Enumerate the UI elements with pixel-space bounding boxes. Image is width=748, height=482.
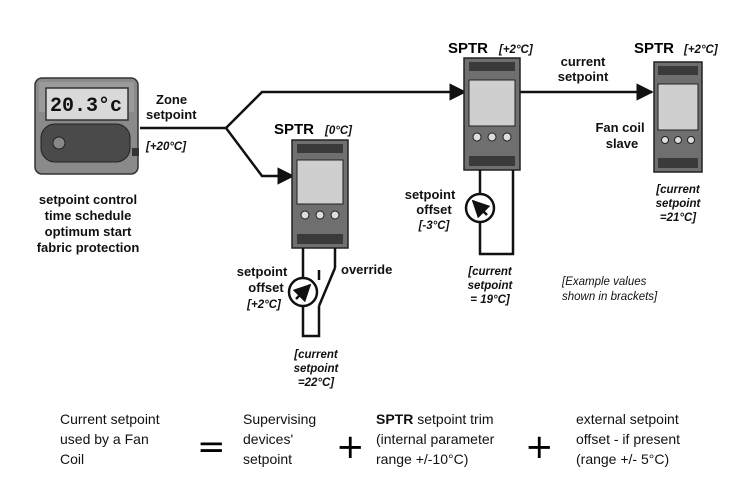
- sptr-right-current-2: setpoint: [656, 198, 702, 210]
- eq-term4-line1: external setpoint: [576, 411, 679, 427]
- eq-equals: =: [197, 427, 226, 467]
- sptr-mid-value: [+2°C]: [498, 44, 534, 56]
- note-line-2: shown in brackets]: [562, 291, 658, 303]
- eq-term4-line2: offset - if present: [576, 431, 680, 447]
- sptr-mid-current-3: = 19°C]: [470, 294, 511, 306]
- thermostat-functions: setpoint control time schedule optimum s…: [37, 192, 140, 255]
- sptr-left-override: override: [341, 262, 392, 277]
- sptr-left-offset-value: [+2°C]: [246, 299, 282, 311]
- thermostat-knob: [52, 136, 66, 150]
- sptr-mid-offset-label-1: setpoint: [405, 187, 456, 202]
- sptr-left-offset-label-2: offset: [248, 280, 284, 295]
- sptr-left-offset-label-1: setpoint: [237, 264, 288, 279]
- sptr-mid-current-2: setpoint: [468, 280, 514, 292]
- sptr-right-slave-1: Fan coil: [595, 120, 644, 135]
- sptr-left-wiring: [301, 248, 337, 338]
- eq-term2-line3: setpoint: [243, 451, 292, 467]
- link-label-2: setpoint: [558, 69, 609, 84]
- eq-term3-line1: SPTR setpoint trim: [376, 411, 493, 427]
- sptr-right-unit: [653, 61, 703, 173]
- eq-term3-trim: setpoint trim: [413, 411, 493, 427]
- sptr-mid-title: SPTR: [448, 40, 488, 57]
- sptr-left-title: SPTR: [274, 121, 314, 138]
- function-time-schedule: time schedule: [45, 208, 132, 223]
- function-fabric-protection: fabric protection: [37, 240, 140, 255]
- sptr-left-current-1: [current: [293, 349, 339, 361]
- eq-plus-2: +: [525, 427, 554, 467]
- sptr-right-current-1: [current: [655, 184, 701, 196]
- eq-term1-line2: used by a Fan: [60, 431, 149, 447]
- eq-term4-line3: (range +/- 5°C): [576, 451, 669, 467]
- sptr-right-title: SPTR: [634, 40, 674, 57]
- eq-term3-line3: range +/-10°C): [376, 451, 468, 467]
- sptr-left-unit: [291, 139, 349, 249]
- sptr-right-current-3: =21°C]: [660, 212, 697, 224]
- eq-term3-line2: (internal parameter: [376, 431, 495, 447]
- sptr-mid-offset-label-2: offset: [416, 202, 452, 217]
- sptr-left-value: [0°C]: [324, 125, 353, 137]
- zone-value: [+20°C]: [145, 141, 187, 153]
- eq-term2-line2: devices': [243, 431, 293, 447]
- sptr-mid-current-1: [current: [467, 266, 513, 278]
- sptr-mid-unit: [463, 57, 521, 171]
- zone-label-2: setpoint: [146, 107, 197, 122]
- eq-term1-line3: Coil: [60, 451, 84, 467]
- sptr-left-current-3: =22°C]: [298, 377, 335, 389]
- sptr-right-value: [+2°C]: [683, 44, 719, 56]
- room-thermostat: 20.3°c: [34, 77, 139, 175]
- sptr-left-current-2: setpoint: [294, 363, 340, 375]
- zone-label-1: Zone: [156, 92, 187, 107]
- eq-term1-line1: Current setpoint: [60, 411, 160, 427]
- link-label-1: current: [561, 54, 606, 69]
- eq-term3-sptr: SPTR: [376, 411, 413, 427]
- sptr-mid-wiring: [478, 170, 515, 256]
- thermostat-display: 20.3°c: [50, 95, 122, 118]
- equation: Current setpoint used by a Fan Coil = Su…: [60, 411, 680, 467]
- eq-term2-line1: Supervising: [243, 411, 316, 427]
- eq-plus-1: +: [336, 427, 365, 467]
- function-setpoint-control: setpoint control: [39, 192, 137, 207]
- zone-setpoint-lines: [140, 83, 654, 185]
- sptr-right-slave-2: slave: [606, 136, 639, 151]
- function-optimum-start: optimum start: [45, 224, 132, 239]
- sptr-mid-offset-value: [-3°C]: [418, 220, 451, 232]
- note-line-1: [Example values: [561, 276, 647, 288]
